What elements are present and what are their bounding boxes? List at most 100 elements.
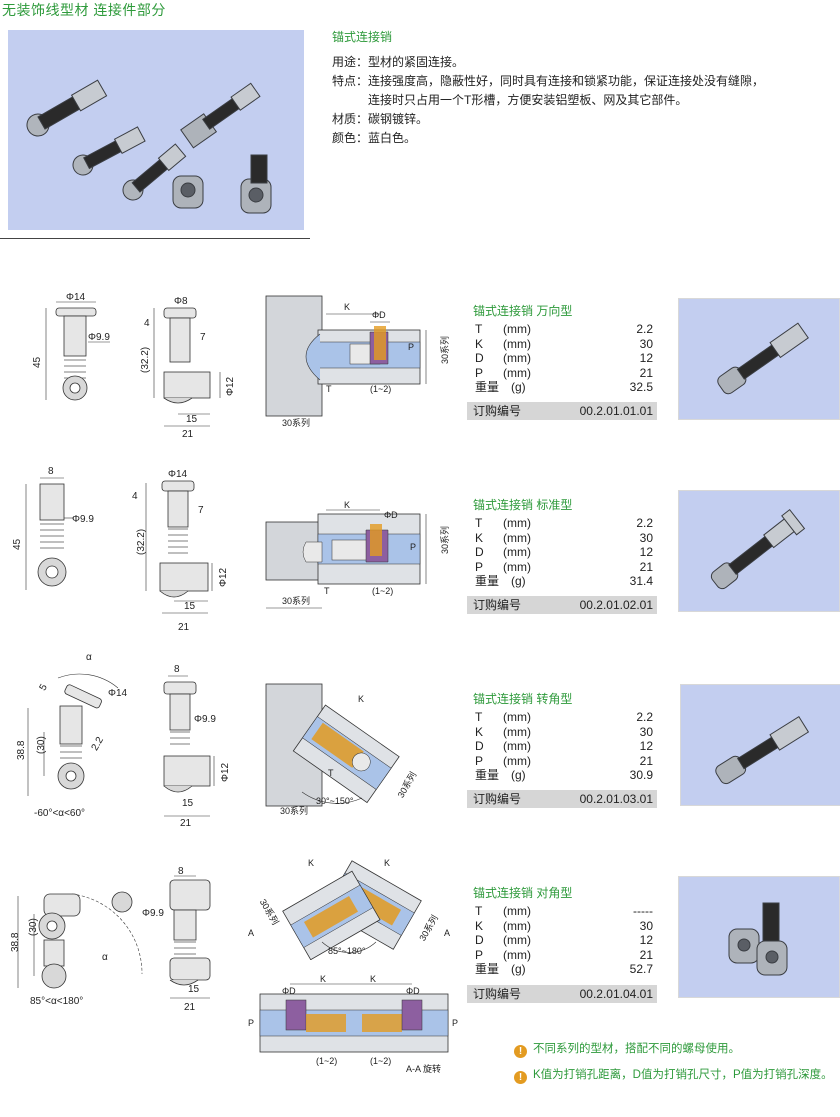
section-view-p4-bottom: ΦD K K ΦD P P (1~2) (1~2) A-A 旋转 <box>246 972 460 1081</box>
spec-row-t: T(mm)2.2 <box>475 516 653 530</box>
order-label: 订购编号 <box>473 598 522 612</box>
product-title-p4: 锚式连接销 对角型 <box>473 886 573 900</box>
dim-a: 8 <box>48 466 54 477</box>
sec-t: T <box>324 586 330 596</box>
dim-g: 15 <box>188 984 200 995</box>
dim-d: (30) <box>36 736 47 754</box>
note-series: !不同系列的型材，搭配不同的螺母使用。 <box>514 1040 740 1058</box>
dim-l: 21 <box>180 818 192 829</box>
product-photo-p1 <box>678 298 840 420</box>
sec-k-b: K <box>370 974 376 984</box>
section-view-p1: K ΦD P T (1~2) 30系列 30系列 <box>262 292 452 437</box>
sec-a-left: A <box>248 928 254 938</box>
product-photo-p3 <box>680 684 840 806</box>
order-label: 订购编号 <box>473 404 522 418</box>
spec-row-p: P(mm)21 <box>475 753 653 768</box>
dim-k: 15 <box>182 798 194 809</box>
page-title: 无装饰线型材 连接件部分 <box>2 2 166 18</box>
drawing-side-p3: 8 Φ9.9 Φ12 15 21 <box>150 660 240 835</box>
sec-series-left: 30系列 <box>258 897 282 927</box>
spec-row-weight: 重量(g)32.5 <box>475 380 653 394</box>
dim-c: 45 <box>32 356 43 368</box>
intro-material: 材质：碳钢镀锌。 <box>332 112 429 126</box>
dim-e: 8 <box>178 866 184 877</box>
dim-f: Φ9.9 <box>142 908 164 919</box>
product-title-p1: 锚式连接销 万向型 <box>473 304 573 318</box>
drawing-front-p3: α Φ14 38.8 (30) 2.2 5 -60°<α<60° <box>8 648 138 833</box>
sec-series-right: 30系列 <box>416 913 440 943</box>
dim-j: 21 <box>182 429 194 440</box>
order-code: 00.2.01.02.01 <box>579 598 653 612</box>
intro-features: 特点：连接强度高，隐蔽性好，同时具有连接和锁紧功能，保证连接处没有缝隙， <box>332 74 765 88</box>
dim-j: 21 <box>178 622 190 633</box>
spec-row-t: T(mm)----- <box>475 904 653 918</box>
product-title-p3: 锚式连接销 转角型 <box>473 692 573 706</box>
spec-row-p: P(mm)21 <box>475 559 653 574</box>
dim-b: Φ9.9 <box>72 514 94 525</box>
dim-c: 38.8 <box>16 740 27 760</box>
order-code: 00.2.01.03.01 <box>579 792 653 806</box>
order-code: 00.2.01.01.01 <box>579 404 653 418</box>
dim-a: Φ14 <box>66 292 86 303</box>
sec-p: P <box>410 542 416 552</box>
order-label: 订购编号 <box>473 987 522 1001</box>
sec-k-right: K <box>384 858 390 868</box>
order-label: 订购编号 <box>473 792 522 806</box>
spec-table-p1: T(mm)2.2 K(mm)30 D(mm)12 P(mm)21 重量(g)32… <box>467 322 657 395</box>
dim-c: 45 <box>12 538 23 550</box>
dim-e: 4 <box>144 318 150 329</box>
spec-row-weight: 重量(g)31.4 <box>475 574 653 588</box>
order-code: 00.2.01.04.01 <box>579 987 653 1001</box>
dim-a: 38.8 <box>10 932 21 952</box>
sec-series: 30系列 <box>282 595 310 606</box>
dim-h: 8 <box>174 664 180 675</box>
spec-row-d: D(mm)12 <box>475 739 653 753</box>
dim-h: 21 <box>184 1002 196 1013</box>
intro-features-cont: 连接时只占用一个T形槽，方便安装铝塑板、网及其它部件。 <box>332 93 688 107</box>
spec-table-p2: T(mm)2.2 K(mm)30 D(mm)12 P(mm)21 重量(g)31… <box>467 516 657 589</box>
sec-rotation: A-A 旋转 <box>406 1063 441 1074</box>
spec-row-k: K(mm)30 <box>475 918 653 933</box>
sec-p-right: P <box>452 1018 458 1028</box>
dim-f: 7 <box>198 505 204 516</box>
dim-d: 85°<α<180° <box>30 996 83 1007</box>
section-view-p4-top: K K 85°~180° A A 30系列 30系列 <box>238 850 460 965</box>
dim-d: Φ8 <box>174 296 188 307</box>
dim-h: Φ12 <box>218 567 229 587</box>
sec-d: ΦD <box>372 310 386 320</box>
product-photo-p2 <box>678 490 840 612</box>
sec-angle: 85°~180° <box>328 946 366 956</box>
dim-b: Φ14 <box>108 688 128 699</box>
sec-t: T <box>328 768 334 778</box>
sec-series2: 30系列 <box>439 526 450 554</box>
sec-k: K <box>358 694 364 704</box>
sec-gap: (1~2) <box>370 384 391 394</box>
dim-b: Φ9.9 <box>88 332 110 343</box>
sec-p-left: P <box>248 1018 254 1028</box>
sec-t: T <box>326 384 332 394</box>
title-divider <box>0 238 310 239</box>
sec-k-left: K <box>308 858 314 868</box>
sec-k-a: K <box>320 974 326 984</box>
sec-series: 30系列 <box>280 805 308 816</box>
sec-angle: 30°~150° <box>316 796 354 806</box>
sec-k: K <box>344 500 350 510</box>
spec-row-p: P(mm)21 <box>475 947 653 962</box>
sec-gap-left: (1~2) <box>316 1056 337 1066</box>
spec-row-weight: 重量(g)52.7 <box>475 962 653 976</box>
drawing-front-p1: Φ14 Φ9.9 45 <box>30 290 120 425</box>
dim-i: 15 <box>184 601 196 612</box>
sec-gap-right: (1~2) <box>370 1056 391 1066</box>
dim-j: Φ12 <box>220 762 231 782</box>
spec-row-k: K(mm)30 <box>475 530 653 545</box>
spec-row-k: K(mm)30 <box>475 724 653 739</box>
order-bar-p2: 订购编号 00.2.01.02.01 <box>467 596 657 614</box>
dim-f: 7 <box>200 332 206 343</box>
sec-d: ΦD <box>384 510 398 520</box>
dim-b: (30) <box>28 918 39 936</box>
drawing-side-p2: Φ14 4 7 (32.2) Φ12 15 21 <box>126 463 236 643</box>
info-icon: ! <box>514 1045 527 1058</box>
dim-g: (32.2) <box>136 529 147 555</box>
dim-g: -60°<α<60° <box>34 808 85 819</box>
drawing-side-p4: 8 Φ9.9 15 21 <box>140 866 230 1021</box>
